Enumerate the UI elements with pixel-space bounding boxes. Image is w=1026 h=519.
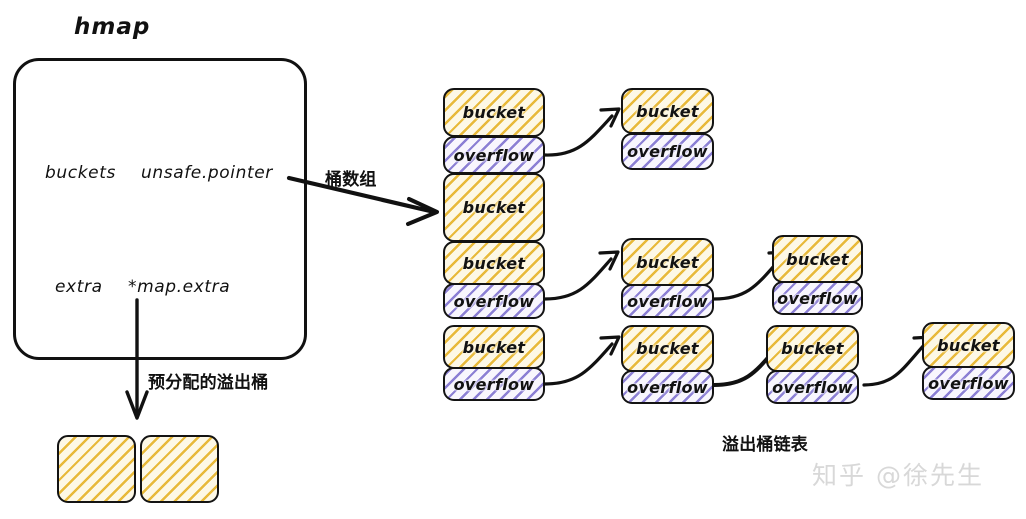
cell-label: overflow xyxy=(928,373,1009,393)
prealloc-bucket-1 xyxy=(140,435,219,503)
field-buckets-type: unsafe.pointer xyxy=(141,163,273,183)
chain-2-node-0-bucket: bucket xyxy=(621,325,714,372)
annotation-bucket-array: 桶数组 xyxy=(325,170,377,190)
cell-label: bucket xyxy=(636,101,699,121)
cell-label: bucket xyxy=(636,252,699,272)
cell-label: overflow xyxy=(777,288,858,308)
bucket-array-slot-2-overflow: overflow xyxy=(443,283,545,319)
cell-label: bucket xyxy=(462,337,526,357)
chain-2-node-2-bucket: bucket xyxy=(922,322,1015,368)
cell-label: overflow xyxy=(453,145,535,165)
arrow-extra-to-prealloc xyxy=(125,298,149,420)
cell-label: bucket xyxy=(462,103,526,122)
chain-0-node-0-overflow: overflow xyxy=(621,133,714,170)
chain-2-node-0-overflow: overflow xyxy=(621,370,714,404)
prealloc-bucket-0 xyxy=(57,435,136,503)
chain-2-node-2-overflow: overflow xyxy=(922,366,1015,400)
cell-label: overflow xyxy=(453,374,535,394)
cell-label: overflow xyxy=(772,377,853,397)
field-extra-name: extra xyxy=(55,277,103,297)
arrow-buckets-to-array xyxy=(286,175,439,226)
cell-label: bucket xyxy=(462,198,526,217)
chain-1-node-0-overflow: overflow xyxy=(621,284,714,318)
field-extra-type: *map.extra xyxy=(128,277,231,297)
chain-1-node-1-overflow: overflow xyxy=(772,281,863,315)
arrow-slot2-to-chain xyxy=(543,250,620,301)
cell-label: overflow xyxy=(627,291,708,311)
chain-2-node-1-bucket: bucket xyxy=(766,325,859,372)
cell-label: bucket xyxy=(781,339,844,358)
bucket-array-slot-2-bucket: bucket xyxy=(443,241,545,285)
cell-label: overflow xyxy=(453,291,535,311)
cell-label: bucket xyxy=(462,253,526,273)
bucket-array-slot-0-overflow: overflow xyxy=(443,136,545,174)
cell-label: overflow xyxy=(627,142,708,161)
chain-1-node-1-bucket: bucket xyxy=(772,235,863,283)
cell-label: overflow xyxy=(627,377,708,397)
annotation-overflow-chain: 溢出桶链表 xyxy=(722,435,808,455)
bucket-array-slot-3-overflow: overflow xyxy=(443,367,545,401)
chain-2-node-1-overflow: overflow xyxy=(766,370,859,404)
field-buckets-name: buckets xyxy=(45,163,116,183)
arrow-slot0-to-chain xyxy=(543,107,621,157)
hmap-title: hmap xyxy=(74,14,151,40)
bucket-array-slot-0-bucket: bucket xyxy=(443,88,545,137)
bucket-array-slot-1-bucket: bucket xyxy=(443,173,545,242)
hmap-struct-box xyxy=(13,58,307,360)
cell-label: bucket xyxy=(786,249,849,269)
arrow-slot3-to-chain xyxy=(543,335,621,386)
chain-0-node-0-bucket: bucket xyxy=(621,88,714,134)
cell-label: bucket xyxy=(636,339,699,358)
watermark: 知乎 @徐先生 xyxy=(812,461,984,490)
chain-1-node-0-bucket: bucket xyxy=(621,238,714,286)
bucket-array-slot-3-bucket: bucket xyxy=(443,325,545,369)
annotation-prealloc-overflow: 预分配的溢出桶 xyxy=(148,373,269,393)
cell-label: bucket xyxy=(937,335,1000,355)
